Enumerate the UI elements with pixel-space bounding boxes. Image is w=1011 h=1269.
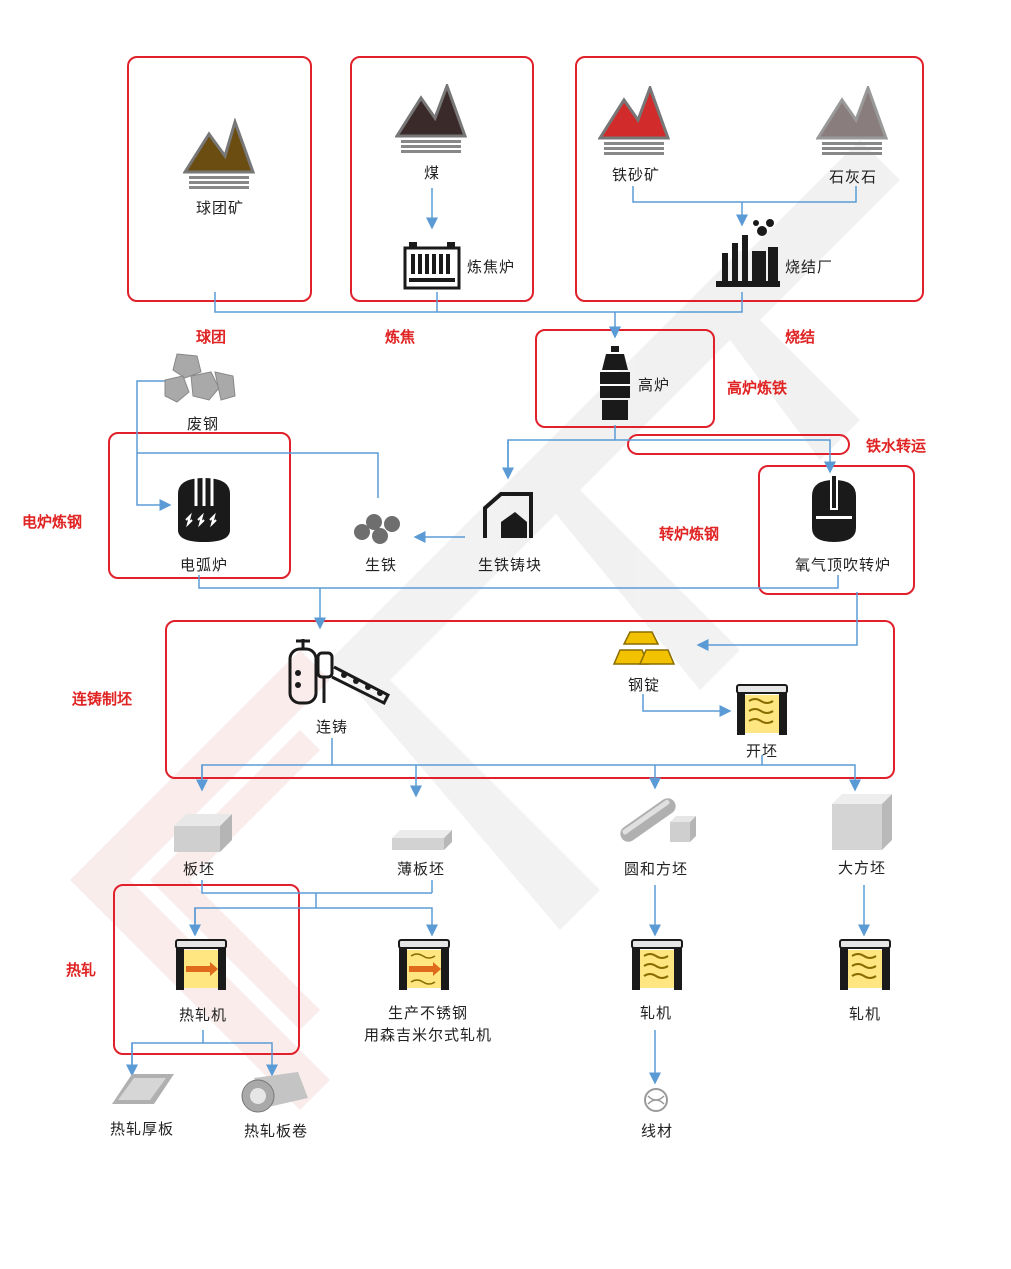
iron-ore-icon — [598, 86, 670, 155]
ingot-label: 钢锭 — [627, 676, 661, 694]
bof-label: 氧气顶吹转炉 — [794, 556, 892, 574]
stage-coking: 炼焦 — [385, 328, 416, 346]
coal-label: 煤 — [423, 164, 441, 182]
stage-continuous-casting: 连铸制坯 — [72, 690, 133, 708]
hot-strip-mill-icon — [175, 939, 227, 990]
coke-oven-label: 炼焦炉 — [467, 258, 516, 276]
limestone-label: 石灰石 — [828, 168, 878, 186]
blast-furnace-icon — [600, 346, 630, 420]
coal-icon — [395, 84, 467, 153]
scrap-icon — [164, 353, 236, 403]
pellet-ore-label: 球团矿 — [195, 199, 245, 217]
pellet-box — [127, 56, 312, 302]
stage-hot-rolling: 热轧 — [66, 961, 97, 979]
blooming-label: 开坯 — [745, 742, 779, 760]
scrap-label: 废钢 — [186, 415, 220, 433]
hot-plate-label: 热轧厚板 — [109, 1120, 175, 1138]
electric-arc-furnace-icon — [178, 476, 230, 542]
thin-slab-label: 薄板坯 — [396, 860, 446, 878]
sinter-plant-label: 烧结厂 — [785, 258, 834, 276]
continuous-caster-icon — [288, 639, 391, 706]
stage-blast-furnace-ironmaking: 高炉炼铁 — [727, 379, 788, 397]
casting-box — [165, 620, 895, 779]
stage-sintering: 烧结 — [785, 328, 816, 346]
round-square-billet-label: 圆和方坯 — [623, 860, 689, 878]
blast-furnace-label: 高炉 — [638, 376, 671, 394]
wire-rod-label: 线材 — [640, 1122, 674, 1140]
coke-oven-icon — [403, 242, 461, 290]
rolling-mill-1-icon — [631, 939, 683, 990]
limestone-icon — [816, 86, 888, 155]
slab-icon — [174, 814, 232, 852]
pig-iron-caster-icon — [483, 492, 533, 538]
iron-ore-label: 铁砂矿 — [611, 166, 661, 184]
hot-strip-mill-label: 热轧机 — [178, 1006, 228, 1024]
rolling-mill-2-label: 轧机 — [848, 1005, 882, 1023]
slab-label: 板坯 — [182, 860, 216, 878]
sintering-box — [575, 56, 924, 302]
sinter-plant-icon — [716, 219, 780, 287]
blast-furnace-box — [535, 329, 715, 428]
pig-iron-caster-label: 生铁铸块 — [477, 556, 543, 574]
sendzimir-label-line1: 生产不锈钢 — [387, 1004, 469, 1022]
round-square-billet-icon — [620, 798, 696, 842]
stage-converter-steelmaking: 转炉炼钢 — [659, 525, 720, 543]
coking-box — [350, 56, 534, 302]
pellet-ore-icon — [183, 118, 255, 189]
hot-metal-transport-box — [627, 434, 850, 455]
rolling-mill-2-icon — [839, 939, 891, 990]
hot-plate-icon — [112, 1074, 174, 1104]
thin-slab-icon — [392, 830, 452, 850]
blooming-mill-icon — [736, 684, 788, 735]
bloom-label: 大方坯 — [837, 859, 887, 877]
rolling-mill-1-label: 轧机 — [639, 1004, 673, 1022]
bloom-icon — [832, 794, 892, 850]
ingot-icon — [612, 631, 676, 665]
stage-hot-metal-transport: 铁水转运 — [866, 437, 927, 455]
hot-coil-label: 热轧板卷 — [243, 1122, 309, 1140]
pig-iron-label: 生铁 — [364, 556, 398, 574]
pig-iron-icon — [354, 514, 400, 544]
eaf-label: 电弧炉 — [179, 556, 229, 574]
sendzimir-mill-icon — [398, 939, 450, 990]
stage-pelletizing: 球团 — [196, 328, 227, 346]
sendzimir-label-line2: 用森吉米尔式轧机 — [363, 1026, 493, 1044]
bof-box — [758, 465, 915, 595]
stage-eaf-steelmaking: 电炉炼钢 — [22, 513, 83, 531]
bof-converter-icon — [812, 476, 856, 542]
hot-coil-icon — [241, 1072, 308, 1113]
hot-rolling-box — [113, 884, 300, 1055]
wire-rod-icon — [644, 1088, 668, 1112]
continuous-caster-label: 连铸 — [315, 718, 349, 736]
